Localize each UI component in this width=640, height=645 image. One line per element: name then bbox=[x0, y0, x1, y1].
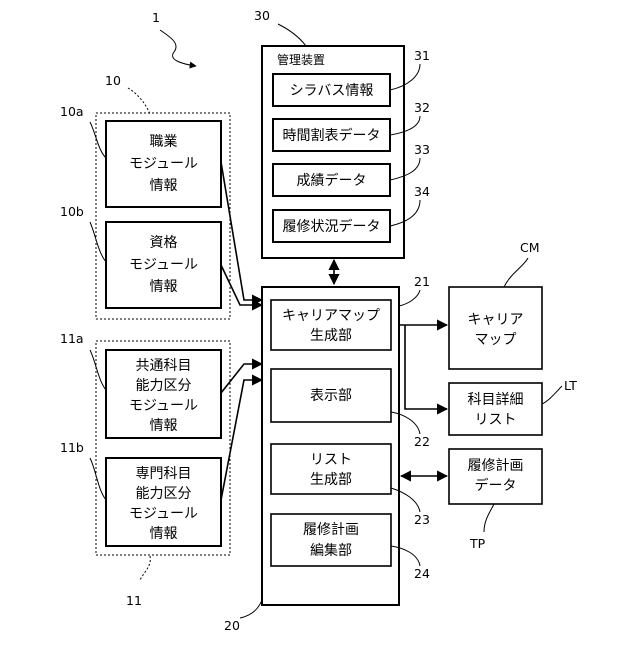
module-11b-line-4: 情報 bbox=[150, 526, 178, 542]
module-11a-line-4: 情報 bbox=[150, 418, 178, 434]
list-generator-line-1: リスト bbox=[310, 452, 352, 468]
ref-21-leader bbox=[399, 290, 420, 306]
ref-module-10a: 10a bbox=[60, 104, 84, 119]
career-map-output-line-2: マップ bbox=[475, 332, 517, 348]
arrow-11a-to-main bbox=[221, 364, 262, 393]
timetable-data-label: 時間割表データ bbox=[283, 127, 381, 144]
ref-group-11: 11 bbox=[126, 593, 142, 608]
ref-lt-leader bbox=[542, 386, 562, 404]
ref-33: 33 bbox=[414, 142, 430, 157]
ref-tp-leader bbox=[484, 504, 494, 532]
ref-23: 23 bbox=[414, 512, 430, 527]
ref-11a-leader bbox=[90, 350, 106, 390]
arrow-to-course-list bbox=[405, 325, 447, 409]
ref-system-leader bbox=[160, 30, 196, 66]
module-11b-line-2: 能力区分 bbox=[136, 486, 192, 502]
module-11b-line-1: 専門科目 bbox=[136, 466, 192, 482]
module-10b-line-3: 情報 bbox=[150, 279, 178, 295]
study-plan-data-line-1: 履修計画 bbox=[468, 458, 524, 474]
grade-data-label: 成績データ bbox=[297, 172, 367, 189]
group-11-leader bbox=[140, 556, 150, 580]
module-10b-line-2: モジュール bbox=[129, 257, 198, 273]
plan-editor-line-2: 編集部 bbox=[310, 542, 352, 559]
module-10b-line-1: 資格 bbox=[150, 235, 178, 251]
course-detail-list-line-1: 科目詳細 bbox=[468, 392, 524, 408]
ref-management-device: 30 bbox=[254, 8, 270, 23]
ref-10a-leader bbox=[90, 122, 106, 158]
ref-module-11a: 11a bbox=[60, 331, 84, 346]
ref-20-leader bbox=[240, 600, 262, 618]
ref-main-device: 20 bbox=[224, 618, 240, 633]
module-11a-line-2: 能力区分 bbox=[136, 378, 192, 394]
ref-10b-leader bbox=[90, 222, 106, 262]
career-map-output-box bbox=[449, 287, 542, 369]
module-11a-line-1: 共通科目 bbox=[136, 358, 192, 374]
ref-group-10: 10 bbox=[105, 73, 121, 88]
ref-11b-leader bbox=[90, 458, 106, 500]
ref-system: 1 bbox=[152, 10, 160, 25]
management-device-title: 管理装置 bbox=[277, 52, 325, 67]
ref-module-11b: 11b bbox=[60, 440, 84, 455]
ref-lt: LT bbox=[564, 378, 577, 393]
ref-tp: TP bbox=[469, 536, 486, 551]
ref-31: 31 bbox=[414, 48, 430, 63]
module-11a-line-3: モジュール bbox=[129, 398, 198, 414]
ref-32: 32 bbox=[414, 100, 430, 115]
ref-cm: CM bbox=[520, 240, 540, 255]
ref-module-10b: 10b bbox=[60, 204, 84, 219]
enrollment-status-label: 履修状況データ bbox=[283, 218, 381, 235]
module-10a-line-3: 情報 bbox=[150, 178, 178, 194]
module-10a-line-2: モジュール bbox=[129, 156, 198, 172]
group-10-leader bbox=[128, 88, 150, 114]
syllabus-info-label: シラバス情報 bbox=[290, 83, 374, 99]
ref-24: 24 bbox=[414, 566, 430, 581]
arrow-11b-to-main bbox=[221, 380, 262, 500]
list-generator-line-2: 生成部 bbox=[310, 472, 352, 488]
display-unit-label: 表示部 bbox=[310, 388, 352, 404]
ref-cm-leader bbox=[504, 258, 528, 287]
module-11b-line-3: モジュール bbox=[129, 506, 198, 522]
career-map-generator-line-2: 生成部 bbox=[310, 328, 352, 344]
ref-22: 22 bbox=[414, 434, 430, 449]
career-map-generator-line-1: キャリアマップ bbox=[282, 308, 380, 324]
ref-34: 34 bbox=[414, 184, 430, 199]
module-10a-line-1: 職業 bbox=[150, 134, 178, 150]
ref-30-leader bbox=[278, 24, 306, 46]
course-detail-list-line-2: リスト bbox=[475, 412, 517, 428]
ref-21: 21 bbox=[414, 274, 430, 289]
study-plan-data-line-2: データ bbox=[475, 477, 517, 494]
career-map-output-line-1: キャリア bbox=[468, 312, 524, 328]
plan-editor-line-1: 履修計画 bbox=[303, 522, 359, 538]
